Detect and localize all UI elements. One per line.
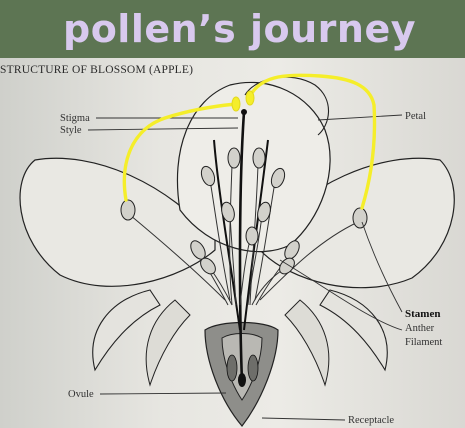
ovule-left	[227, 355, 237, 381]
sepal-right	[320, 290, 387, 370]
label-style: Style	[60, 125, 82, 136]
label-ovule: Ovule	[68, 389, 94, 400]
stigma-dot	[241, 109, 247, 115]
sepal-right-inner	[285, 300, 329, 385]
ovary-seed	[238, 373, 246, 387]
label-receptacle: Receptacle	[348, 415, 394, 426]
label-stigma: Stigma	[60, 113, 90, 124]
pollen-grain-left	[232, 97, 240, 111]
label-petal: Petal	[405, 111, 426, 122]
label-filament: Filament	[405, 337, 442, 348]
sepal-left-inner	[146, 300, 190, 385]
label-stamen: Stamen	[405, 308, 440, 320]
pollen-grain-right	[246, 91, 254, 105]
label-anther: Anther	[405, 323, 435, 334]
ovule-right	[248, 355, 258, 381]
